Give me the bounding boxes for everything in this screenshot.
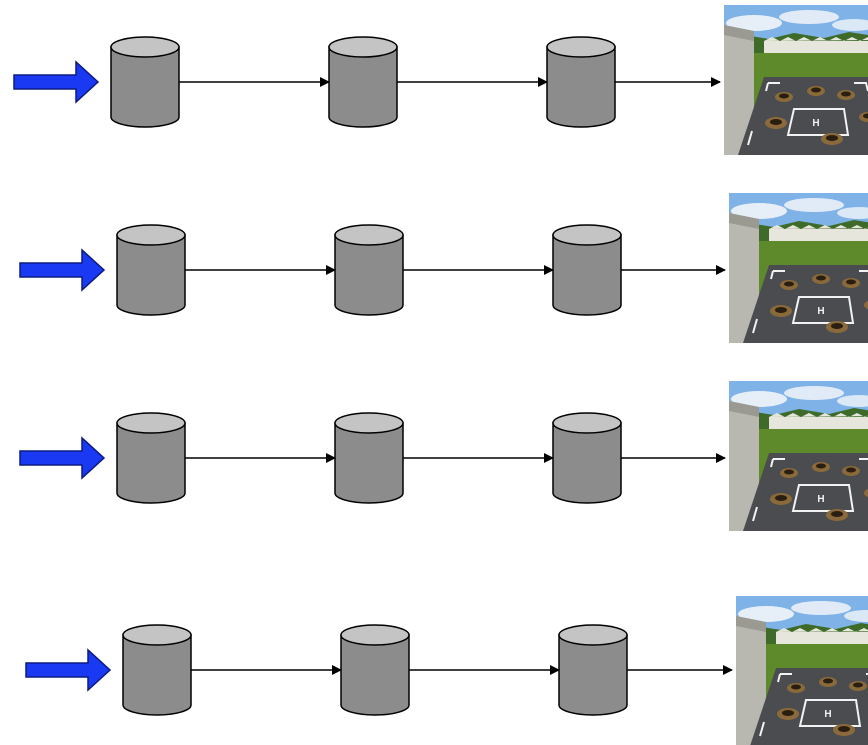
cylinder-top — [334, 412, 404, 434]
helipad-scene-graphic — [736, 596, 868, 745]
cylinder-body — [122, 634, 192, 716]
helipad-scene-image — [724, 5, 868, 155]
cylinder-body — [110, 46, 180, 128]
cylinder-body — [334, 234, 404, 316]
cylinder-icon — [334, 224, 404, 316]
helipad-scene-graphic — [729, 193, 868, 343]
cylinder-icon — [110, 36, 180, 128]
cylinder-top — [340, 624, 410, 646]
cylinder-top — [116, 224, 186, 246]
helipad-scene-graphic — [724, 5, 868, 155]
cylinder-body — [340, 634, 410, 716]
cylinder-body — [552, 234, 622, 316]
cylinder-top — [110, 36, 180, 58]
cylinder-icon — [546, 36, 616, 128]
cylinder-icon — [328, 36, 398, 128]
cylinder-body — [334, 422, 404, 504]
cylinder-icon — [552, 412, 622, 504]
cylinder-body — [552, 422, 622, 504]
cylinder-icon — [116, 412, 186, 504]
cylinder-top — [546, 36, 616, 58]
block-arrow-icon — [19, 436, 106, 480]
cylinder-icon — [340, 624, 410, 716]
cylinder-icon — [334, 412, 404, 504]
helipad-scene-image — [729, 193, 868, 343]
cylinder-icon — [552, 224, 622, 316]
cylinder-icon — [116, 224, 186, 316]
cylinder-body — [558, 634, 628, 716]
helipad-scene-graphic — [729, 381, 868, 531]
cylinder-top — [552, 224, 622, 246]
pipeline-row-4 — [25, 596, 868, 745]
helipad-scene-image — [729, 381, 868, 531]
helipad-scene-image — [736, 596, 868, 745]
cylinder-top — [122, 624, 192, 646]
cylinder-body — [328, 46, 398, 128]
block-arrow-icon — [19, 248, 106, 292]
pipeline-row-3 — [19, 381, 868, 531]
cylinder-top — [328, 36, 398, 58]
block-arrow-icon — [25, 648, 112, 692]
cylinder-top — [552, 412, 622, 434]
cylinder-top — [558, 624, 628, 646]
block-arrow-icon — [13, 60, 100, 104]
cylinder-body — [546, 46, 616, 128]
pipeline-row-1 — [13, 5, 868, 155]
cylinder-icon — [558, 624, 628, 716]
cylinder-body — [116, 422, 186, 504]
pipeline-row-2 — [19, 193, 868, 343]
cylinder-top — [334, 224, 404, 246]
cylinder-top — [116, 412, 186, 434]
cylinder-body — [116, 234, 186, 316]
cylinder-icon — [122, 624, 192, 716]
